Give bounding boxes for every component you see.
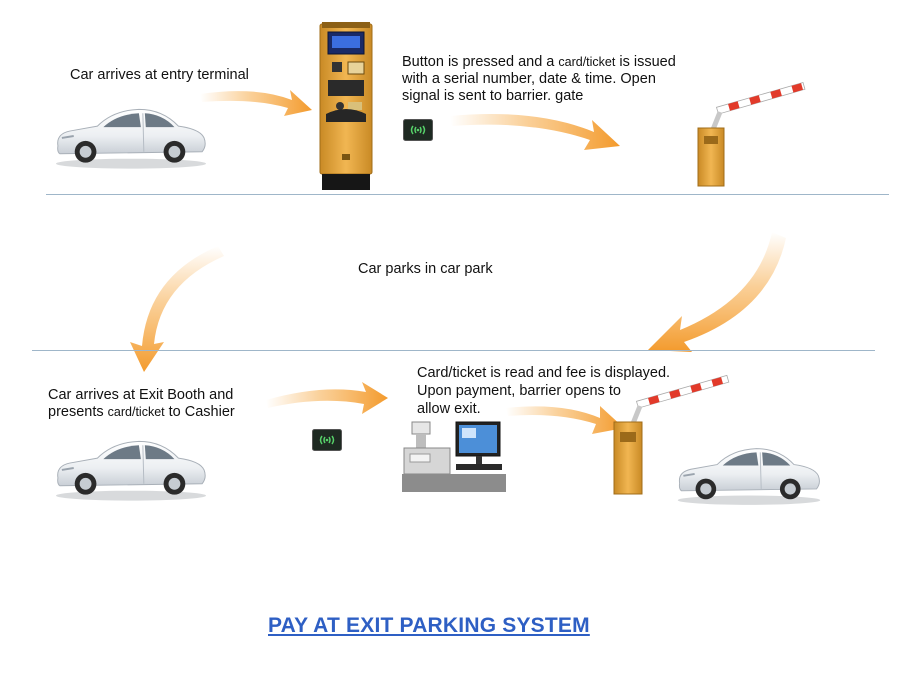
step-exit-line2: presents card/ticket to Cashier — [48, 404, 235, 421]
barrier-gate-icon — [613, 374, 730, 495]
issue-text-c: is issued — [615, 54, 676, 70]
step-read-line3: allow exit. — [417, 401, 481, 417]
exit-text-c: to Cashier — [164, 404, 235, 420]
separator-bottom — [32, 350, 875, 351]
arrow-to-terminal — [200, 90, 312, 116]
issue-text-card-ticket: card/ticket — [558, 55, 616, 69]
car-icon — [52, 432, 210, 502]
exit-text-a: presents — [48, 404, 108, 420]
arrow-down-right-to-read — [648, 232, 786, 352]
step-issue-line1: Button is pressed and a card/ticket is i… — [402, 54, 676, 71]
arrow-down-left — [130, 246, 224, 372]
cashier-station-icon — [402, 421, 506, 492]
step-read-line1: Card/ticket is read and fee is displayed… — [417, 365, 671, 381]
separator-top — [46, 194, 889, 195]
car-icon — [52, 100, 210, 170]
rfid-card-icon — [403, 119, 433, 141]
exit-text-card-ticket: card/ticket — [107, 405, 165, 419]
arrow-to-exit-barrier — [506, 406, 624, 434]
arrow-to-entry-barrier — [450, 114, 620, 150]
step-arrive-entry-label: Car arrives at entry terminal — [70, 67, 249, 83]
entry-terminal-icon — [319, 22, 373, 190]
car-icon — [674, 440, 824, 506]
page-title[interactable]: PAY AT EXIT PARKING SYSTEM — [268, 614, 590, 637]
step-parks-label: Car parks in car park — [358, 261, 493, 277]
step-read-line2: Upon payment, barrier opens to — [417, 383, 621, 399]
rfid-card-icon — [312, 429, 342, 451]
step-issue-line2: with a serial number, date & time. Open — [402, 71, 656, 87]
step-issue-line3: signal is sent to barrier. gate — [402, 88, 584, 104]
step-exit-line1: Car arrives at Exit Booth and — [48, 387, 234, 403]
arrow-to-cashier — [266, 382, 388, 414]
barrier-gate-icon — [697, 82, 806, 187]
issue-text-a: Button is pressed and a — [402, 54, 559, 70]
